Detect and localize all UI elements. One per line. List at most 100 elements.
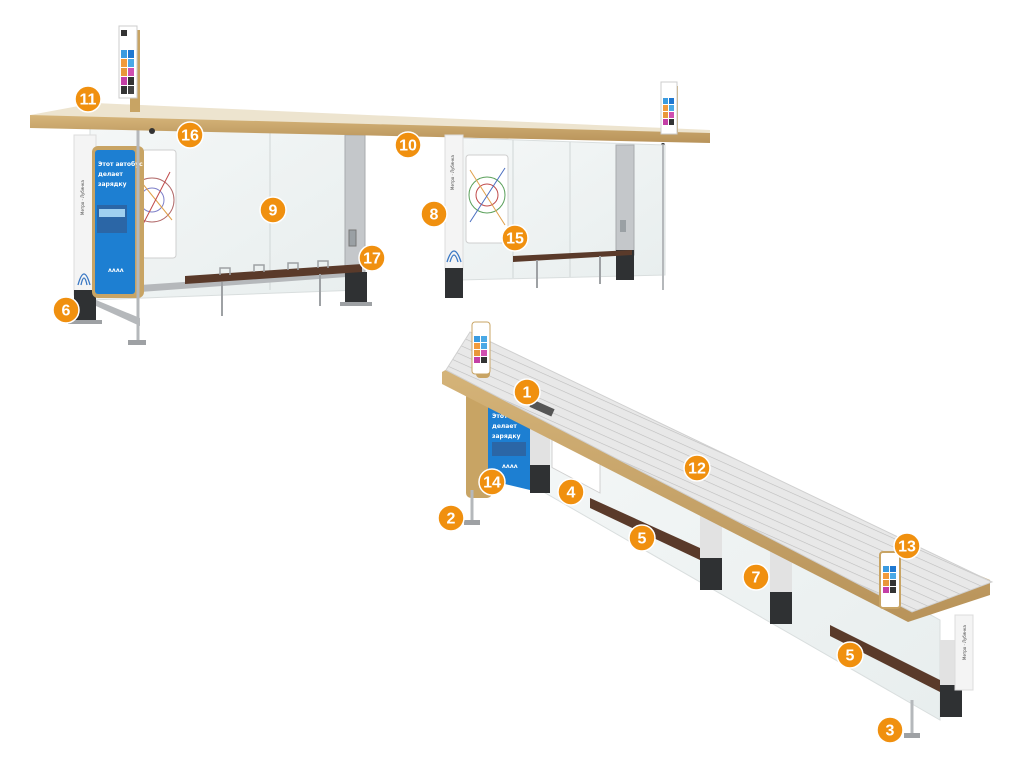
armrest xyxy=(219,260,329,275)
pillar xyxy=(770,550,792,596)
map-ring xyxy=(468,176,506,214)
callout-marker-11[interactable]: 11 xyxy=(74,85,102,113)
callout-marker-7[interactable]: 7 xyxy=(742,563,770,591)
sign-tile xyxy=(121,86,127,94)
sign-tile xyxy=(121,50,127,58)
pillar-plinth xyxy=(770,592,792,624)
sign-tile xyxy=(128,59,134,67)
sign-tile xyxy=(121,68,127,76)
callout-marker-17[interactable]: 17 xyxy=(358,244,386,272)
roof-trim xyxy=(30,115,710,143)
callout-marker-circle xyxy=(683,454,711,482)
callout-marker-15[interactable]: 15 xyxy=(501,224,529,252)
callout-marker-2[interactable]: 2 xyxy=(437,504,465,532)
info-panel xyxy=(620,220,626,232)
callout-marker-circle xyxy=(742,563,770,591)
callout-marker-number: 3 xyxy=(886,723,895,740)
sign-tile xyxy=(883,566,889,572)
callout-marker-16[interactable]: 16 xyxy=(176,121,204,149)
shelter-front: Метро · Лубянка Этот автобус делает заря… xyxy=(68,124,372,345)
callout-marker-5[interactable]: 5 xyxy=(836,641,864,669)
callout-marker-number: 17 xyxy=(363,251,381,268)
callout-marker-14[interactable]: 14 xyxy=(478,468,506,496)
sign-tile xyxy=(883,587,889,593)
callout-marker-10[interactable]: 10 xyxy=(394,131,422,159)
callout-marker-number: 13 xyxy=(898,539,916,556)
sign-tile xyxy=(890,580,896,586)
callout-marker-number: 4 xyxy=(567,485,576,502)
route-sign xyxy=(660,81,678,135)
sign-tile xyxy=(128,77,134,85)
callout-marker-circle xyxy=(628,524,656,552)
callout-marker-3[interactable]: 3 xyxy=(876,716,904,744)
callout-marker-9[interactable]: 9 xyxy=(259,196,287,224)
callout-marker-number: 2 xyxy=(447,511,456,528)
callout-marker-circle xyxy=(836,641,864,669)
ad-headline-line: Этот автобус xyxy=(98,161,143,168)
base-frame xyxy=(96,300,140,326)
callout-marker-1[interactable]: 1 xyxy=(513,378,541,406)
post-foot xyxy=(464,520,480,525)
bench-seat xyxy=(185,264,362,284)
callout-marker-number: 5 xyxy=(846,648,855,665)
callout-marker-circle xyxy=(176,121,204,149)
pillar-plinth xyxy=(345,272,367,304)
callout-markers: 11 16 10 9 8 15 17 6 1 12 14 4 2 5 13 7 5 3 xyxy=(52,85,921,744)
pillar-plinth xyxy=(616,250,634,280)
callout-marker-circle xyxy=(893,532,921,560)
callout-marker-6[interactable]: 6 xyxy=(52,296,80,324)
map-poster xyxy=(465,154,509,244)
sign-tile xyxy=(481,343,487,349)
sign-tile xyxy=(128,50,134,58)
callout-marker-5[interactable]: 5 xyxy=(628,524,656,552)
ad-bus-windows xyxy=(99,209,125,217)
ad-headline-line: зарядку xyxy=(98,181,127,188)
callout-marker-circle xyxy=(876,716,904,744)
callout-marker-13[interactable]: 13 xyxy=(893,532,921,560)
callout-marker-number: 1 xyxy=(523,385,532,402)
sign-tile xyxy=(663,112,668,118)
sign-tile xyxy=(890,573,896,579)
callout-marker-circle xyxy=(259,196,287,224)
sign-tile xyxy=(663,119,668,125)
sign-tile xyxy=(663,105,668,111)
ad-brand: ʌʌʌʌ xyxy=(108,267,124,274)
callout-marker-4[interactable]: 4 xyxy=(557,478,585,506)
route-sign xyxy=(118,25,140,112)
sign-tile xyxy=(481,350,487,356)
pillar-right xyxy=(615,144,635,256)
bench-seat xyxy=(830,625,940,692)
ad-headline-line: Этот xyxy=(492,413,508,420)
sign-tile xyxy=(121,77,127,85)
callout-marker-number: 12 xyxy=(688,461,706,478)
callout-marker-circle xyxy=(501,224,529,252)
sign-tile xyxy=(669,98,674,104)
callout-marker-number: 14 xyxy=(483,475,501,492)
callout-marker-number: 6 xyxy=(62,303,71,320)
ad-headline-line: зарядку xyxy=(492,433,521,440)
callout-marker-8[interactable]: 8 xyxy=(420,200,448,228)
callout-marker-number: 5 xyxy=(638,531,647,548)
sign-tile xyxy=(481,336,487,342)
callout-marker-number: 10 xyxy=(399,138,417,155)
callout-marker-circle xyxy=(394,131,422,159)
ad-brand: ʌʌʌʌ xyxy=(502,463,518,470)
post-foot xyxy=(904,733,920,738)
bus-icon xyxy=(121,30,127,36)
map-line xyxy=(139,171,171,231)
side-plinth xyxy=(74,290,96,322)
ad-headline-line: делает xyxy=(492,423,517,430)
sign-tile xyxy=(128,68,134,76)
callout-marker-circle xyxy=(358,244,386,272)
callout-marker-12[interactable]: 12 xyxy=(683,454,711,482)
sign-tile xyxy=(474,336,480,342)
pillar-foot xyxy=(340,302,372,306)
sign-tile xyxy=(669,112,674,118)
side-panel-text: Метро · Лубянка xyxy=(962,625,967,660)
callout-marker-circle xyxy=(513,378,541,406)
sign-tile xyxy=(474,357,480,363)
side-panel-text: Метро · Лубянка xyxy=(80,180,85,215)
callout-marker-circle xyxy=(437,504,465,532)
callout-marker-circle xyxy=(420,200,448,228)
city-logo-icon xyxy=(446,250,462,263)
